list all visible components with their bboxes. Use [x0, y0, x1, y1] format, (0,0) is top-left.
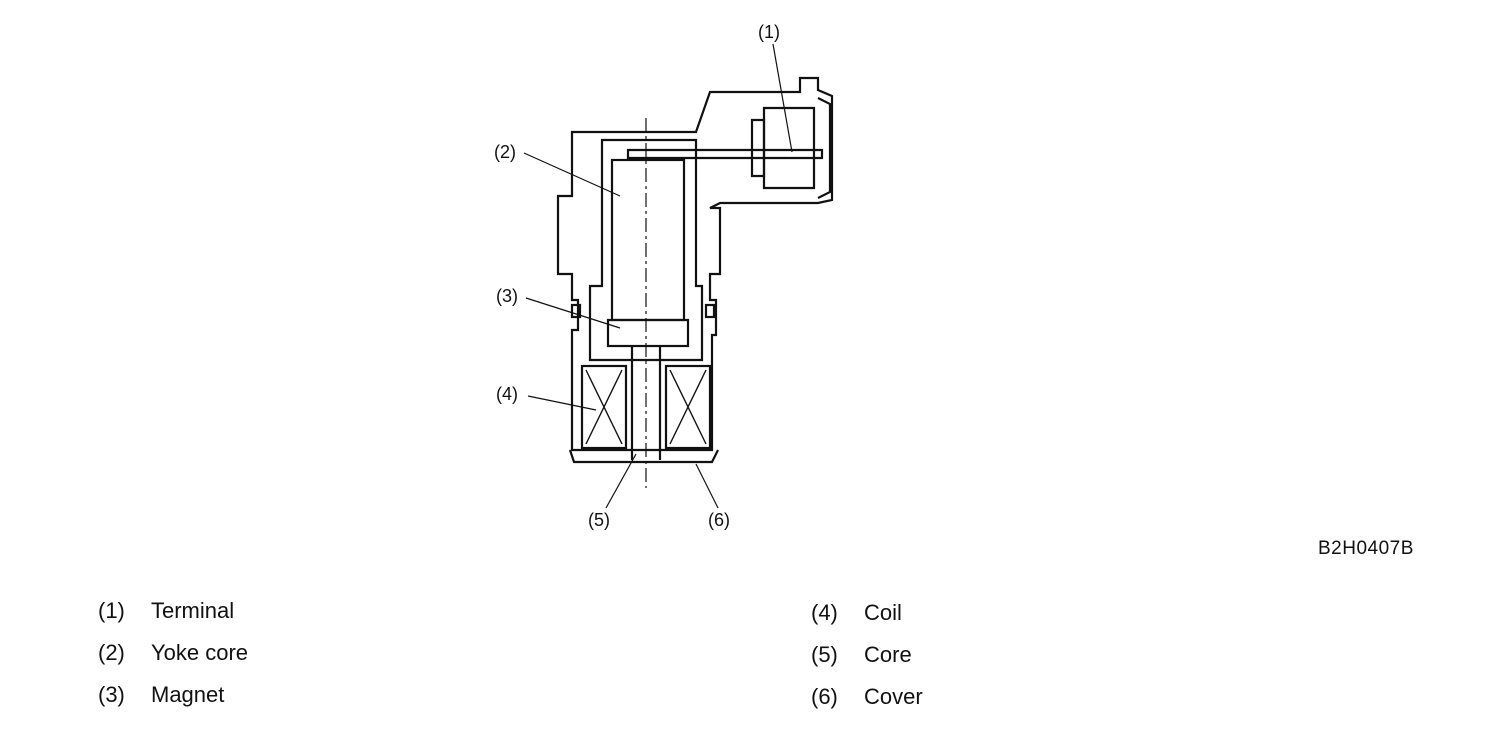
- leader-1: [772, 43, 793, 153]
- leader-6: [695, 463, 719, 509]
- legend-number: (5): [811, 642, 838, 667]
- figure-code: B2H0407B: [1318, 538, 1414, 559]
- callout-4: (4): [496, 384, 518, 404]
- legend-number: (1): [98, 598, 125, 623]
- legend-label: Terminal: [151, 598, 235, 623]
- leader-2: [523, 152, 621, 197]
- legend-label: Cover: [864, 684, 923, 709]
- legend-right: (4) Coil (5) Core (6) Cover: [811, 592, 1171, 718]
- coil-right: [664, 364, 712, 450]
- legend-number: (2): [98, 640, 125, 665]
- callout-2: (2): [494, 142, 516, 162]
- legend-item: (5) Core: [811, 634, 1171, 676]
- legend-number: (4): [811, 600, 838, 625]
- cover-base: [568, 449, 719, 464]
- housing-inner: [588, 138, 704, 362]
- callout-3: (3): [496, 286, 518, 306]
- solenoid-diagram: (1) (2) (3) (4) (5) (6): [494, 22, 834, 530]
- magnet: [606, 318, 690, 348]
- yoke-core: [610, 158, 686, 322]
- legend-item: (3) Magnet: [98, 674, 458, 716]
- connector-face: [817, 97, 832, 199]
- legend-label: Core: [864, 642, 912, 667]
- leader-3: [525, 297, 621, 329]
- legend-item: (4) Coil: [811, 592, 1171, 634]
- legend-number: (3): [98, 682, 125, 707]
- legend-left: (1) Terminal (2) Yoke core (3) Magnet: [98, 590, 458, 716]
- core-stem: [630, 346, 662, 460]
- housing-outline: [556, 76, 834, 452]
- legend-label: Coil: [864, 600, 902, 625]
- callout-6: (6): [708, 510, 730, 530]
- terminal-strip: [626, 148, 824, 160]
- connector-body: [762, 106, 816, 190]
- callout-1: (1): [758, 22, 780, 42]
- leader-4: [527, 395, 597, 411]
- legend-item: (2) Yoke core: [98, 632, 458, 674]
- leader-5: [605, 453, 637, 509]
- legend-item: (1) Terminal: [98, 590, 458, 632]
- connector-inner: [750, 118, 766, 178]
- legend-label: Magnet: [151, 682, 225, 707]
- legend-label: Yoke core: [151, 640, 249, 665]
- callout-5: (5): [588, 510, 610, 530]
- legend-item: (6) Cover: [811, 676, 1171, 718]
- legend-number: (6): [811, 684, 838, 709]
